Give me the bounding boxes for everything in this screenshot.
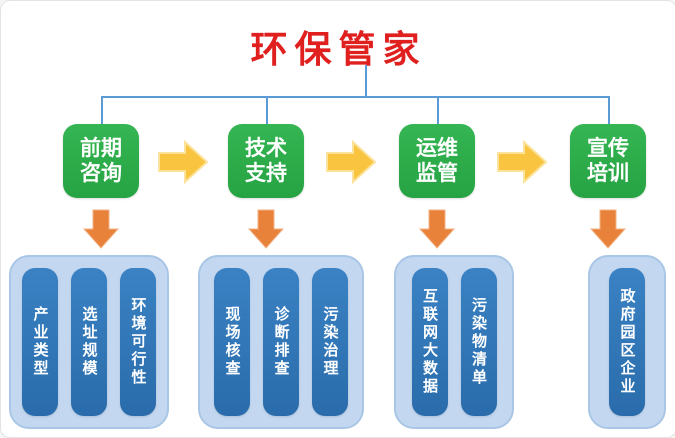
flow-arrow-right-icon bbox=[158, 139, 209, 185]
item-pill: 产业类型 bbox=[22, 268, 58, 416]
item-pill: 诊断排查 bbox=[263, 268, 299, 416]
flow-arrow-right-icon bbox=[326, 139, 377, 185]
stage-label: 前期咨询 bbox=[80, 136, 122, 185]
stage-box-operation: 运维监管 bbox=[399, 124, 475, 198]
item-group-training: 政府园区企业 bbox=[588, 255, 666, 429]
flow-arrow-right-icon bbox=[497, 139, 548, 185]
down-arrow-icon bbox=[590, 209, 626, 249]
stage-label: 运维监管 bbox=[416, 136, 458, 185]
item-pill: 污染物清单 bbox=[460, 268, 497, 416]
down-arrow-icon bbox=[419, 209, 455, 249]
connector-drop-4 bbox=[608, 96, 610, 124]
item-group-operation: 互联网大数据 污染物清单 bbox=[394, 255, 514, 429]
connector-title-stub bbox=[365, 65, 367, 96]
item-group-consulting: 产业类型 选址规模 环境可行性 bbox=[9, 255, 169, 429]
connector-horizontal bbox=[101, 96, 610, 98]
stage-label: 宣传培训 bbox=[587, 136, 629, 185]
item-pill: 污染治理 bbox=[312, 268, 348, 416]
stage-box-consulting: 前期咨询 bbox=[63, 124, 139, 198]
item-group-tech-support: 现场核查 诊断排查 污染治理 bbox=[198, 255, 364, 429]
connector-drop-1 bbox=[101, 96, 103, 124]
down-arrow-icon bbox=[83, 209, 119, 249]
item-pill: 环境可行性 bbox=[120, 268, 156, 416]
item-pill: 政府园区企业 bbox=[609, 268, 645, 416]
item-pill: 现场核查 bbox=[214, 268, 250, 416]
connector-drop-2 bbox=[266, 96, 268, 124]
connector-drop-3 bbox=[437, 96, 439, 124]
down-arrow-icon bbox=[248, 209, 284, 249]
stage-label: 技术支持 bbox=[245, 136, 287, 185]
stage-box-training: 宣传培训 bbox=[570, 124, 646, 198]
item-pill: 选址规模 bbox=[71, 268, 107, 416]
item-pill: 互联网大数据 bbox=[411, 268, 448, 416]
diagram-title: 环保管家 bbox=[250, 29, 427, 70]
stage-box-tech-support: 技术支持 bbox=[228, 124, 304, 198]
